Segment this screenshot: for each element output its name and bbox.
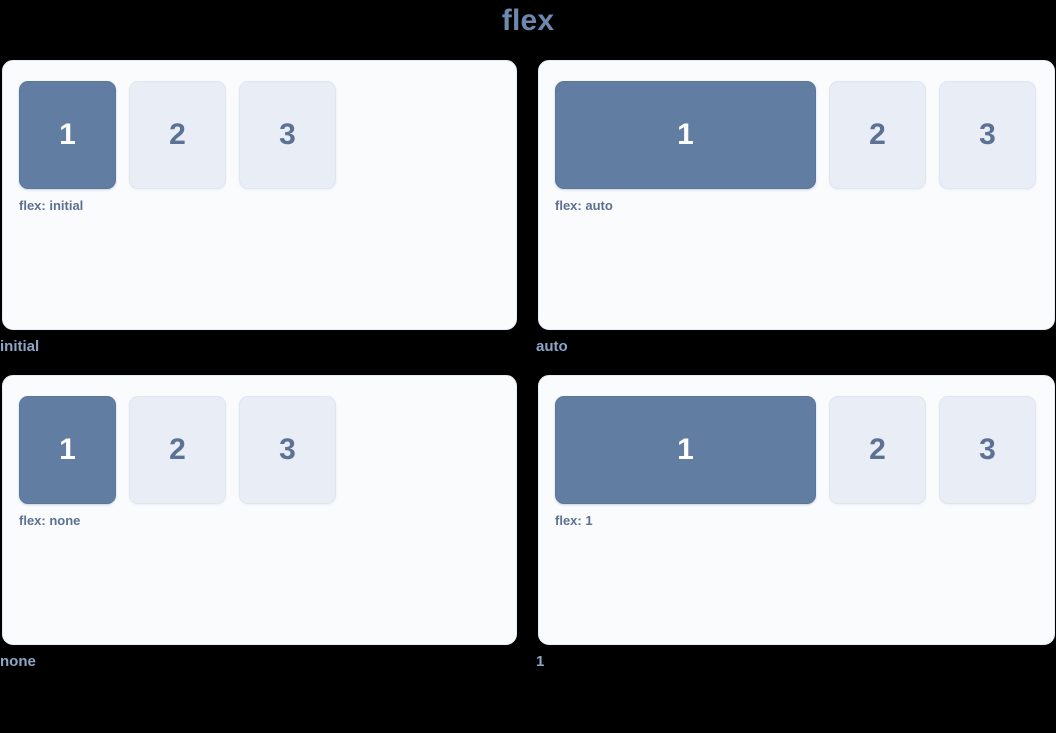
flex-caption: flex: initial xyxy=(19,198,84,213)
demo-card-one: 1 2 3 flex: 1 xyxy=(538,375,1055,645)
flex-container-initial: 1 2 3 xyxy=(19,81,498,189)
demo-card-none: 1 2 3 flex: none xyxy=(2,375,517,645)
demo-cell-label: initial xyxy=(0,338,40,355)
flex-item-3: 3 xyxy=(939,81,1036,189)
flex-item-3: 3 xyxy=(239,396,336,504)
flex-container-auto: 1 2 3 xyxy=(555,81,1036,189)
demo-card-auto: 1 2 3 flex: auto xyxy=(538,60,1055,330)
flex-caption: flex: auto xyxy=(555,198,613,213)
page-title: flex xyxy=(501,4,555,37)
flex-item-1: 1 xyxy=(19,81,116,189)
flex-item-3: 3 xyxy=(239,81,336,189)
demo-cell-label: auto xyxy=(536,338,568,355)
flex-item-1: 1 xyxy=(555,81,816,189)
flex-item-2: 2 xyxy=(129,81,226,189)
demo-cell-auto: 1 2 3 flex: auto auto xyxy=(536,60,1055,356)
demo-cell-none: 1 2 3 flex: none none xyxy=(0,375,517,671)
flex-caption: flex: none xyxy=(19,513,81,528)
flex-item-2: 2 xyxy=(829,81,926,189)
flex-item-2: 2 xyxy=(129,396,226,504)
demo-cell-label: none xyxy=(0,653,36,670)
demo-cell-initial: 1 2 3 flex: initial initial xyxy=(0,60,517,356)
demo-cell-one: 1 2 3 flex: 1 1 xyxy=(536,375,1055,671)
flex-item-2: 2 xyxy=(829,396,926,504)
flex-item-1: 1 xyxy=(19,396,116,504)
demo-cell-label: 1 xyxy=(536,653,545,670)
demo-card-initial: 1 2 3 flex: initial xyxy=(2,60,517,330)
flex-container-none: 1 2 3 xyxy=(19,396,498,504)
flex-caption: flex: 1 xyxy=(555,513,593,528)
flex-item-1: 1 xyxy=(555,396,816,504)
flex-container-one: 1 2 3 xyxy=(555,396,1036,504)
flex-item-3: 3 xyxy=(939,396,1036,504)
